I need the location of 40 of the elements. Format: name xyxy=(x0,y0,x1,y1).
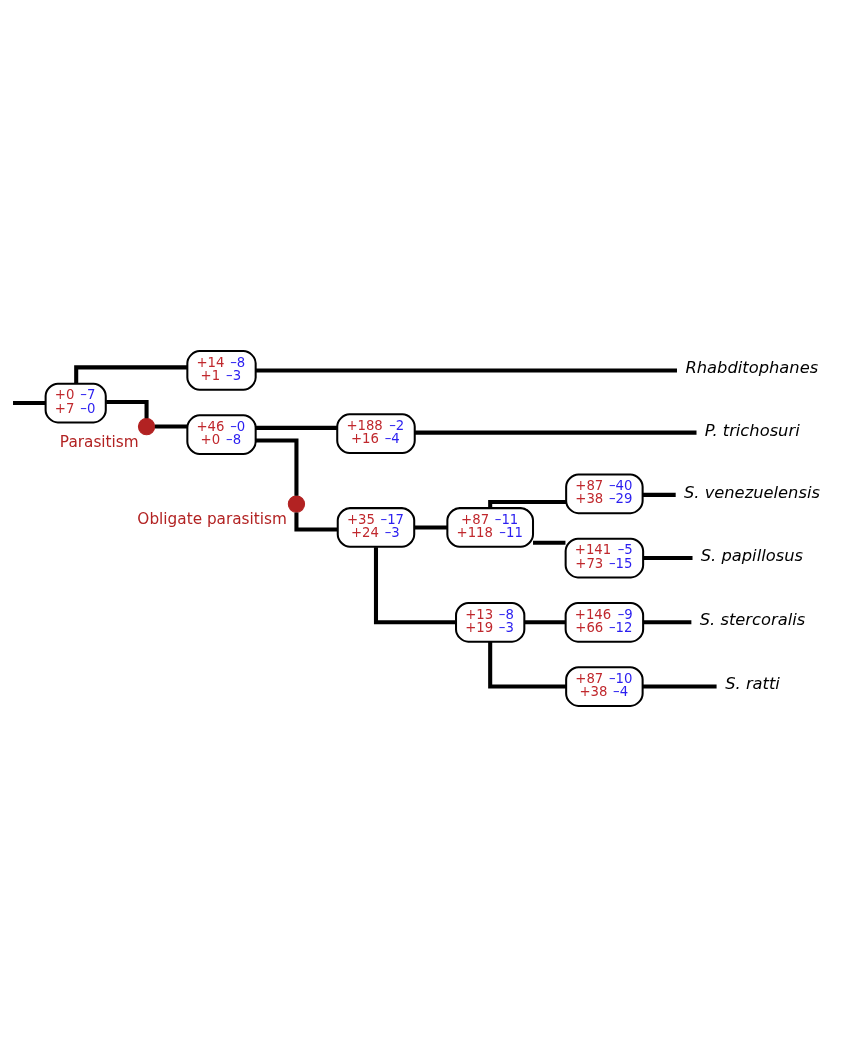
connector xyxy=(414,430,697,435)
node-circle xyxy=(137,417,156,436)
connector xyxy=(255,425,338,430)
node-box: +146 –9 +66 –12 xyxy=(564,601,645,643)
node-box: +87 –10 +38 –4 xyxy=(565,666,644,707)
node-text: S. ratti xyxy=(725,674,780,694)
node-box: +0 –7 +7 –0 xyxy=(44,382,107,424)
connector xyxy=(642,492,676,497)
connector xyxy=(74,365,188,384)
node-text: Rhabditophanes xyxy=(685,358,819,378)
node-box: +46 –0 +0 –8 xyxy=(186,414,257,456)
connector xyxy=(13,401,46,406)
connector xyxy=(488,499,567,508)
connector xyxy=(154,424,188,429)
connector xyxy=(533,540,566,545)
connector xyxy=(255,438,299,496)
node-text: S. venezuelensis xyxy=(683,482,820,502)
connector xyxy=(488,641,567,689)
connector xyxy=(106,400,149,419)
node-box: +14 –8 +1 –3 xyxy=(186,350,257,391)
connector xyxy=(642,684,717,689)
connector xyxy=(524,620,566,625)
node-label: Obligate parasitism xyxy=(137,510,287,529)
node-box: +87 –40 +38 –29 xyxy=(565,473,644,515)
connector xyxy=(643,556,693,561)
connector xyxy=(294,512,338,532)
node-circle xyxy=(287,495,306,513)
connector xyxy=(414,525,447,530)
node-box: +87 –11 +118 –11 xyxy=(446,507,535,548)
node-box: +13 –8 +19 –3 xyxy=(455,601,526,643)
node-box: +35 –17 +24 –3 xyxy=(336,507,416,548)
node-text: S. papillosus xyxy=(700,545,803,565)
node-box: +188 –2 +16 –4 xyxy=(336,413,416,455)
node-text: S. stercoralis xyxy=(699,610,806,630)
connector xyxy=(256,368,677,373)
node-text: P. trichosuri xyxy=(704,420,800,440)
connector xyxy=(373,547,456,625)
node-box: +141 –5 +73 –15 xyxy=(564,537,645,579)
connector xyxy=(643,620,692,625)
node-label: Parasitism xyxy=(59,432,139,451)
